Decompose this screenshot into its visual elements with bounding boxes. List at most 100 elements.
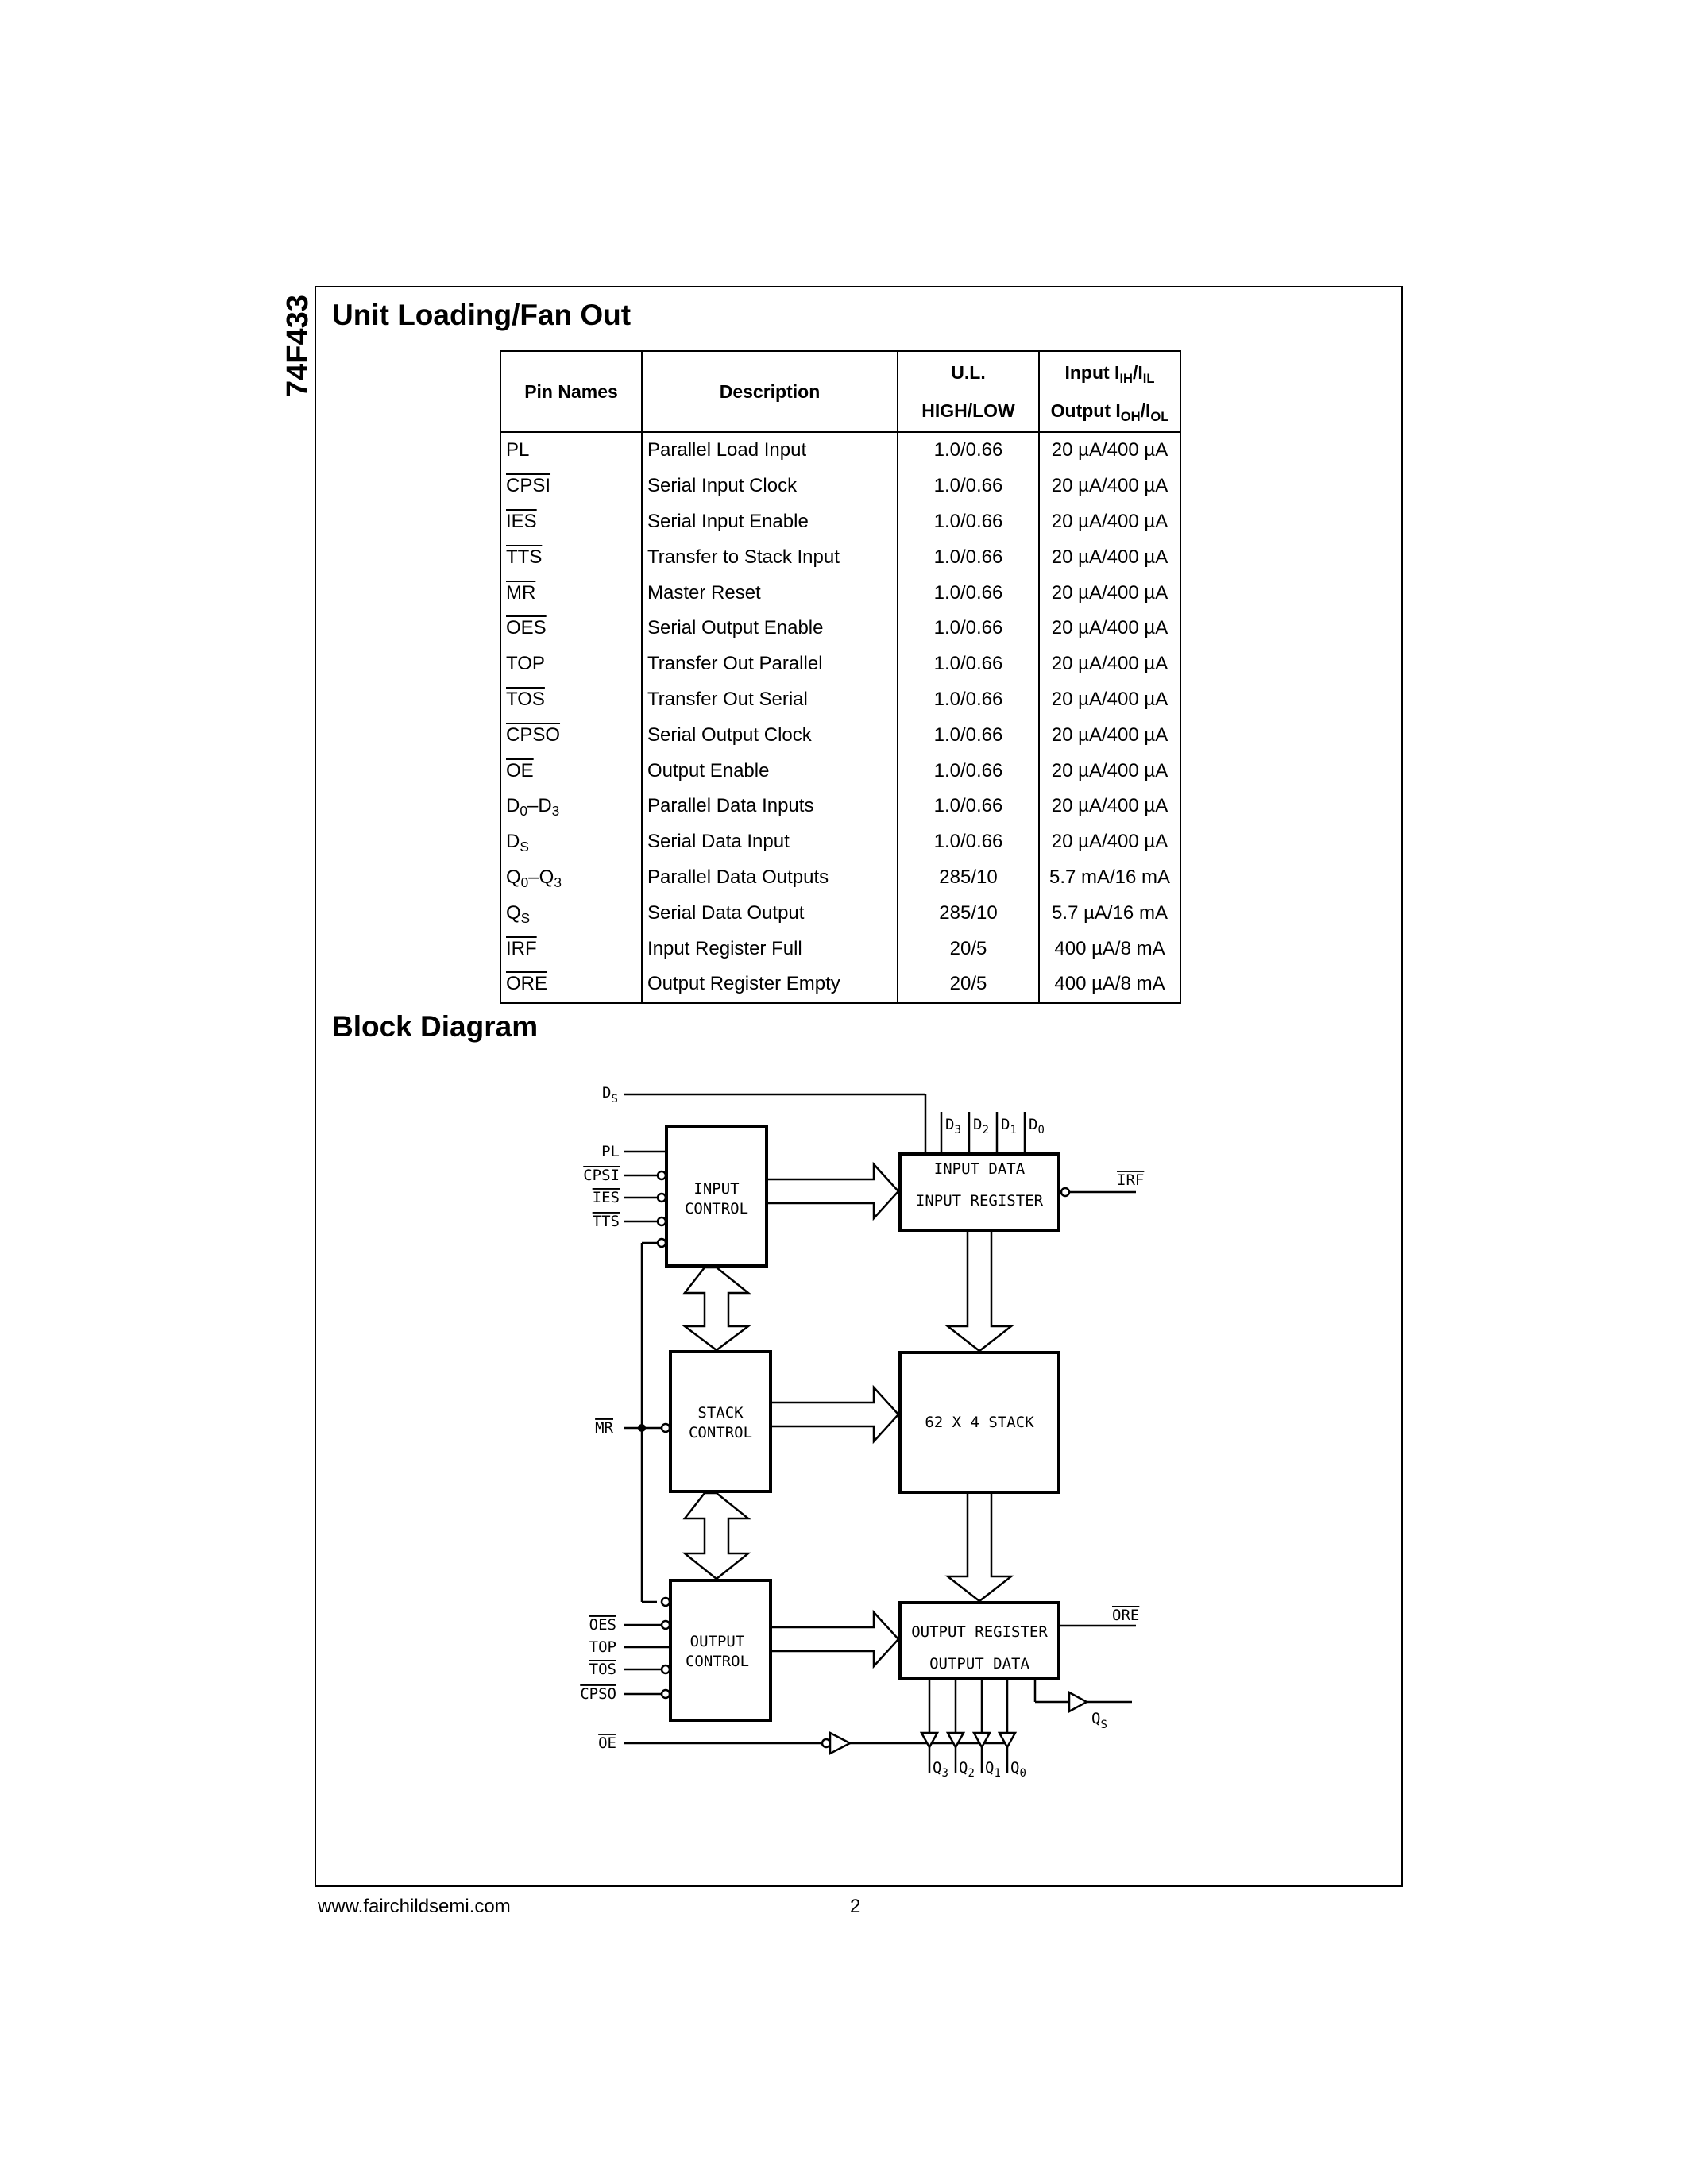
pin-name-cell: PL [500, 432, 643, 469]
header-input-output-current: Input IIH/IIL Output IOH/IOL [1038, 350, 1181, 433]
description-cell: Transfer Out Parallel [641, 646, 898, 682]
unit-load-cell: 1.0/0.66 [897, 432, 1040, 469]
pin-name-cell: TTS [500, 539, 643, 576]
pin-name-cell: Q0–Q3 [500, 859, 643, 896]
arrow-stack-to-outreg [944, 1492, 1014, 1603]
current-cell: 20 µA/400 µA [1038, 539, 1181, 576]
header-ul-bottom: HIGH/LOW [921, 400, 1015, 421]
pin-name-cell: IRF [500, 931, 643, 967]
current-cell: 20 µA/400 µA [1038, 824, 1181, 860]
input-register-label-2: INPUT REGISTER [916, 1192, 1044, 1210]
header-pin-names: Pin Names [500, 350, 643, 433]
pin-name-cell: ORE [500, 966, 643, 1004]
input-control-label-2: CONTROL [685, 1200, 748, 1217]
description-cell: Serial Input Clock [641, 468, 898, 504]
pin-name-cell: CPSI [500, 468, 643, 504]
description-cell: Parallel Data Outputs [641, 859, 898, 896]
unit-load-cell: 1.0/0.66 [897, 753, 1040, 789]
table-header-row: Pin Names Description U.L. HIGH/LOW Inpu… [500, 350, 1181, 433]
output-register-block [898, 1601, 1060, 1680]
q1-output-label: Q1 [985, 1759, 1001, 1780]
footer-url[interactable]: www.fairchildsemi.com [318, 1896, 511, 1917]
ds-label: DS [602, 1084, 618, 1106]
stack-control-label-2: CONTROL [689, 1424, 752, 1441]
oes-label: OES [589, 1616, 616, 1634]
description-cell: Serial Input Enable [641, 504, 898, 540]
input-register-block [898, 1152, 1060, 1232]
mr-label: MR [595, 1419, 613, 1437]
q0-output-label: Q0 [1010, 1759, 1026, 1780]
header-unit-load: U.L. HIGH/LOW [897, 350, 1040, 433]
qs-label: QS [1091, 1710, 1107, 1731]
tts-label: TTS [593, 1213, 620, 1230]
description-cell: Output Register Empty [641, 966, 898, 1004]
output-register-label-1: OUTPUT REGISTER [911, 1623, 1048, 1641]
arrow-inreg-to-stack [944, 1230, 1014, 1352]
unit-load-cell: 1.0/0.66 [897, 539, 1040, 576]
q3-output-label: Q3 [933, 1759, 948, 1780]
description-cell: Input Register Full [641, 931, 898, 967]
unit-load-cell: 1.0/0.66 [897, 646, 1040, 682]
ies-label: IES [593, 1189, 620, 1206]
d1-input-label: D1 [1001, 1116, 1017, 1136]
description-cell: Transfer Out Serial [641, 681, 898, 718]
pin-name-cell: D0–D3 [500, 788, 643, 824]
stack-label: 62 X 4 STACK [925, 1414, 1034, 1431]
pin-name-cell: CPSO [500, 717, 643, 754]
output-register-label-2: OUTPUT DATA [929, 1655, 1029, 1673]
current-cell: 20 µA/400 µA [1038, 504, 1181, 540]
oe-buffer [829, 1731, 852, 1756]
arrow-stackctl-to-stack [771, 1384, 900, 1445]
description-cell: Output Enable [641, 753, 898, 789]
arrow-inctl-stackctl [682, 1266, 751, 1352]
oe-label: OE [598, 1734, 616, 1752]
pin-name-cell: DS [500, 824, 643, 860]
q2-output-label: Q2 [959, 1759, 975, 1780]
arrow-outctl-to-outreg [771, 1609, 900, 1669]
unit-load-cell: 1.0/0.66 [897, 575, 1040, 611]
d0-input-label: D0 [1029, 1116, 1045, 1136]
current-cell: 400 µA/8 mA [1038, 966, 1181, 1004]
stack-block [898, 1351, 1060, 1494]
unit-load-cell: 1.0/0.66 [897, 468, 1040, 504]
content-frame [315, 286, 1403, 1887]
unit-loading-heading: Unit Loading/Fan Out [332, 299, 632, 331]
input-control-label-1: INPUT [693, 1180, 739, 1198]
unit-load-cell: 1.0/0.66 [897, 717, 1040, 754]
output-control-block [669, 1579, 772, 1722]
d3-input-label: D3 [945, 1116, 961, 1136]
ore-label: ORE [1112, 1607, 1139, 1624]
unit-load-cell: 20/5 [897, 931, 1040, 967]
page-number: 2 [850, 1896, 861, 1917]
unit-loading-table: Pin Names Description U.L. HIGH/LOW Inpu… [500, 350, 1181, 1004]
qs-buffer [1068, 1690, 1089, 1714]
current-cell: 20 µA/400 µA [1038, 681, 1181, 718]
description-cell: Master Reset [641, 575, 898, 611]
description-cell: Parallel Load Input [641, 432, 898, 469]
irf-label: IRF [1117, 1171, 1144, 1189]
current-cell: 20 µA/400 µA [1038, 646, 1181, 682]
pin-name-cell: IES [500, 504, 643, 540]
current-cell: 20 µA/400 µA [1038, 575, 1181, 611]
header-ul-top: U.L. [951, 362, 986, 383]
arrow-stackctl-outctl [682, 1491, 751, 1580]
pl-label: PL [601, 1143, 620, 1160]
description-cell: Serial Data Output [641, 895, 898, 932]
description-cell: Serial Output Clock [641, 717, 898, 754]
tos-label: TOS [589, 1661, 616, 1678]
current-cell: 20 µA/400 µA [1038, 468, 1181, 504]
description-cell: Parallel Data Inputs [641, 788, 898, 824]
unit-load-cell: 20/5 [897, 966, 1040, 1004]
unit-load-cell: 1.0/0.66 [897, 681, 1040, 718]
